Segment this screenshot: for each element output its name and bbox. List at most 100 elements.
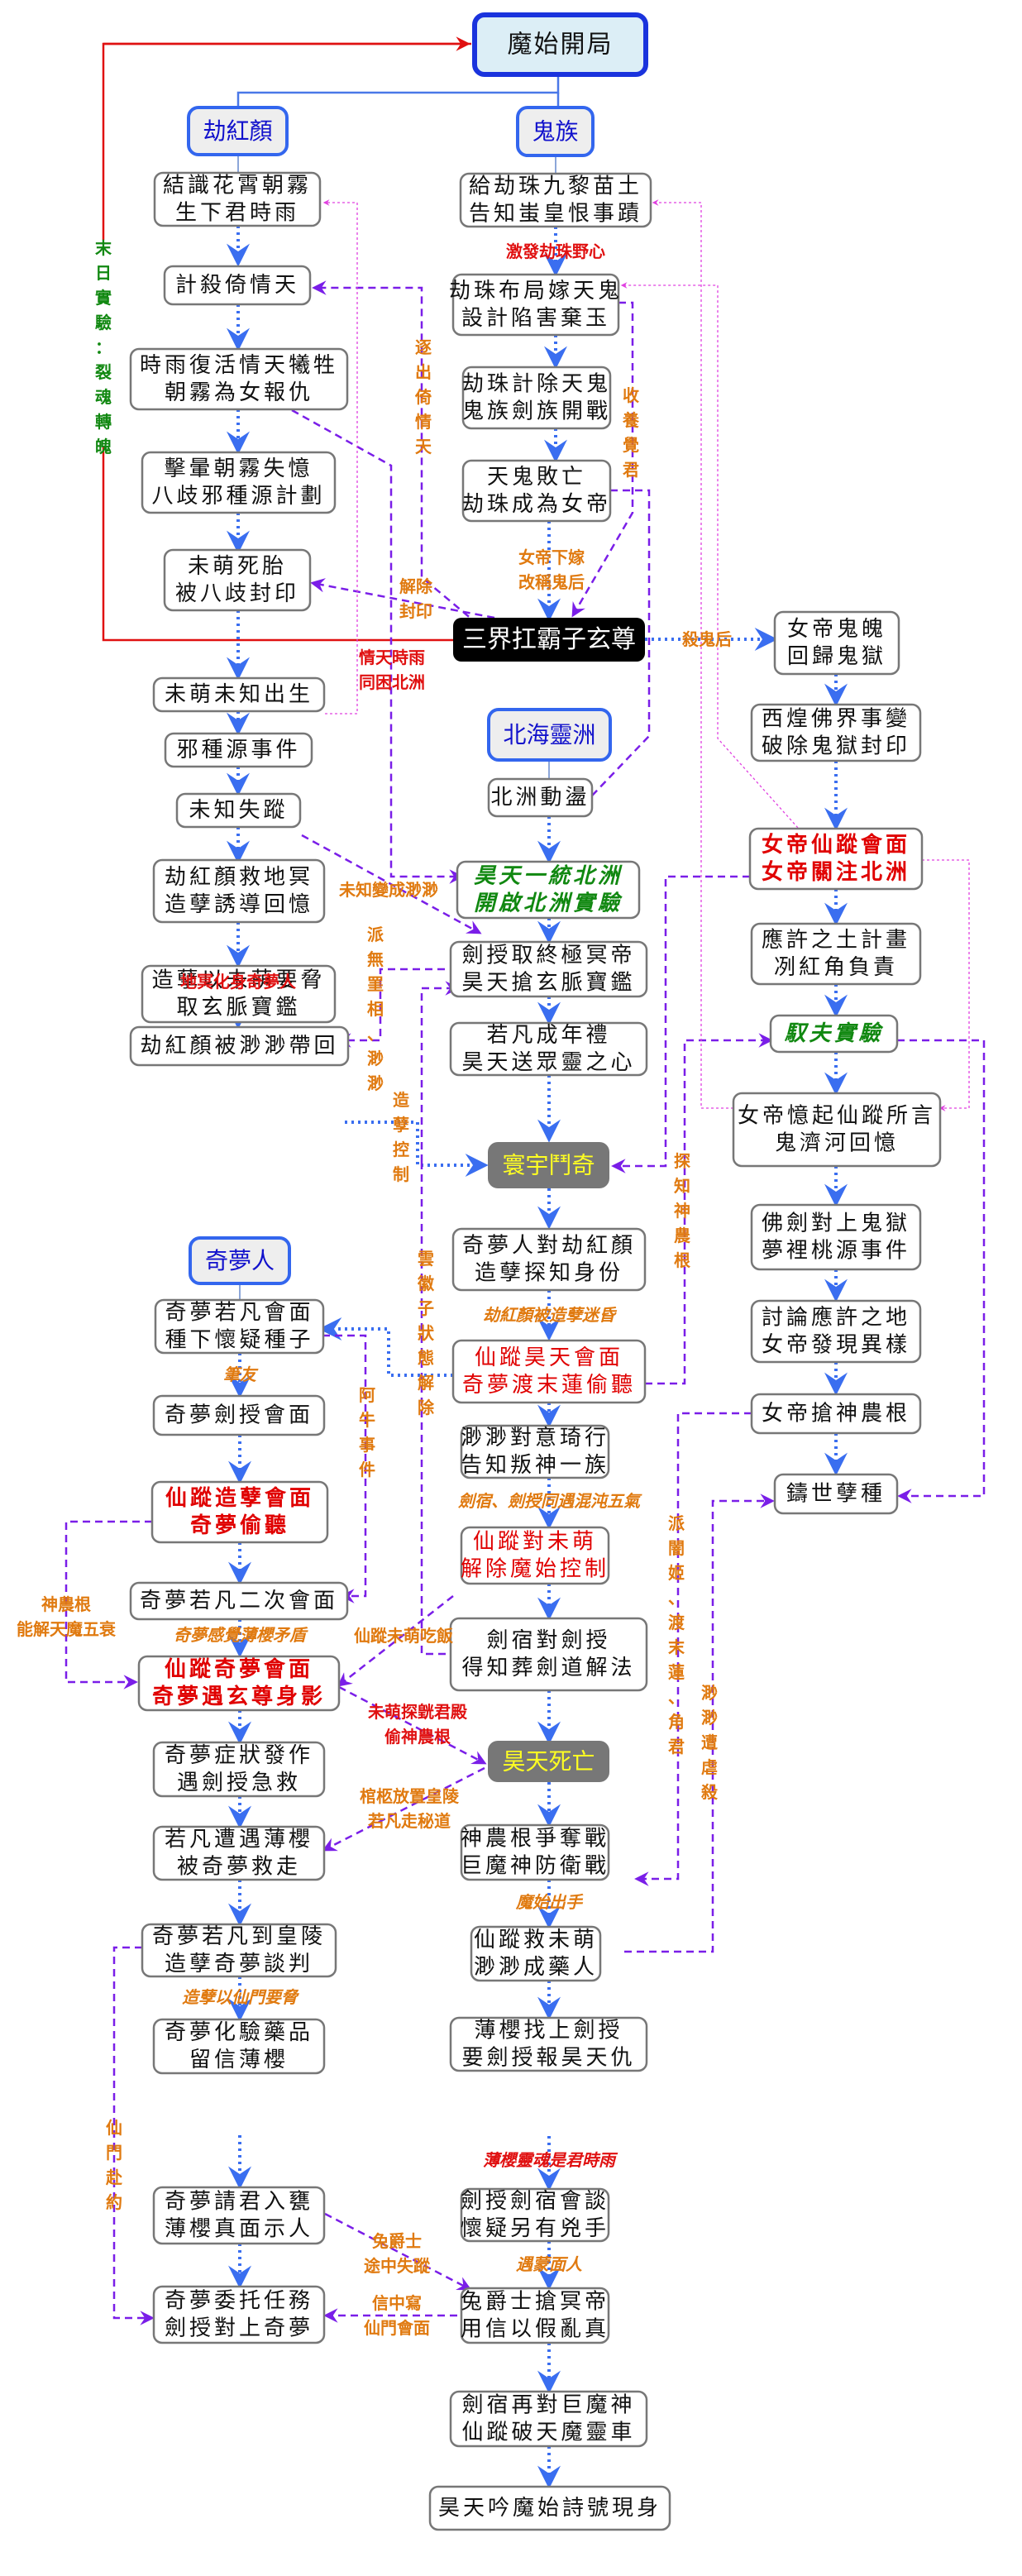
label-xianmen-fuyue-char: 約: [106, 2192, 122, 2212]
node-Q4[interactable]: 奇夢若凡二次會面: [129, 1581, 349, 1621]
node-C6-text: 奇夢渡末蓮偷聽: [462, 1373, 636, 1398]
node-G3-text: 劫珠計除天鬼: [462, 372, 611, 397]
label-xinzhong-xie-text: 信中寫: [372, 2293, 422, 2313]
node-R4-box: [750, 922, 922, 986]
node-L8[interactable]: 未知失蹤: [175, 792, 302, 829]
node-C2-text: 開啟北洲實驗: [474, 891, 623, 916]
edge-labels: 末日實驗：裂魂轉魄激發劫珠野心逐出倚情天收養覺君女帝下嫁改稱鬼后解除封印殺鬼后情…: [17, 238, 732, 2338]
node-R4-text: 應許之土計畫: [762, 928, 910, 953]
node-Q2[interactable]: 奇夢劍授會面: [152, 1394, 326, 1436]
node-R9[interactable]: 女帝搶神農根: [750, 1393, 922, 1435]
label-pai-wuzhuxiang-char: 無: [367, 949, 384, 969]
label-zaonie-yaoxie-text: 造孽以仙門要脅: [182, 1987, 300, 2007]
label-yunhuizi-char: 雲: [418, 1249, 434, 1269]
huanyu-node[interactable]: 寰宇鬥奇: [488, 1142, 609, 1188]
node-Q6-text: 遇劍授急救: [177, 1771, 301, 1795]
node-C16[interactable]: 昊天吟魔始詩號現身: [428, 2485, 671, 2531]
node-G1-text: 告知蚩皇恨事蹟: [469, 202, 642, 227]
node-C13-box: [460, 2187, 610, 2243]
header-jiehongyan-box: [187, 106, 289, 156]
node-L7[interactable]: 邪種源事件: [164, 732, 313, 768]
node-L6[interactable]: 未萌未知出生: [152, 676, 326, 713]
node-R3-text: 女帝關注北洲: [762, 859, 910, 885]
label-miaomiao-zaonue-char: 遭: [701, 1732, 718, 1752]
label-tanzhi-shennong-char: 農: [674, 1226, 690, 1245]
root-node[interactable]: 魔始開局: [472, 12, 648, 77]
node-R5[interactable]: 馭夫實驗: [769, 1014, 899, 1054]
label-qimeng-ganjue-text: 奇夢感覺薄櫻矛盾: [174, 1625, 308, 1645]
node-L11[interactable]: 劫紅顏被渺渺帶回: [129, 1025, 350, 1067]
label-qingtian-shiyu-text: 同困北洲: [359, 672, 425, 692]
node-L5-box: [163, 548, 312, 612]
label-zaonie-kongzhi-char: 孽: [393, 1115, 409, 1135]
header-qimengren[interactable]: 奇夢人: [189, 1236, 291, 1285]
header-guizu[interactable]: 鬼族: [516, 106, 595, 157]
node-R10[interactable]: 鑄世孽種: [773, 1473, 899, 1515]
header-guizu-text: 鬼族: [532, 118, 578, 146]
node-C7-text: 告知叛神一族: [461, 1453, 609, 1478]
label-pai-wuzhuxiang-char: 相: [367, 999, 384, 1019]
label-weimeng-tan-text: 偷神農根: [384, 1727, 451, 1747]
label-weizhi-bian: 未知變成渺渺: [339, 880, 438, 900]
sanjie-node[interactable]: 三界扛霸子玄尊: [453, 618, 645, 662]
header-beihai[interactable]: 北海靈洲: [487, 708, 612, 762]
node-L2[interactable]: 計殺倚情天: [163, 265, 312, 306]
node-C5-box: [451, 1227, 647, 1292]
label-shaguihou-text: 殺鬼后: [681, 629, 732, 649]
link-yunhuizi-C3: [420, 981, 460, 1162]
label-xianzong-chifan-text: 仙蹤未萌吃飯: [354, 1626, 453, 1646]
label-pai-yanji-char: 、: [668, 1687, 685, 1707]
header-guizu-box: [516, 106, 595, 157]
node-C15-text: 仙蹤破天魔靈車: [461, 2421, 635, 2445]
label-yu-mengmian: 遇蒙面人: [516, 2254, 583, 2274]
link-sanjie-L5: [310, 578, 495, 619]
label-shennong-wushuai-text: 神農根: [41, 1594, 91, 1614]
node-C1[interactable]: 北洲動盪: [487, 777, 594, 818]
node-Q10-text: 薄櫻真面示人: [165, 2217, 313, 2242]
header-jiehongyan[interactable]: 劫紅顏: [187, 106, 289, 156]
haotian-death-node[interactable]: 昊天死亡: [488, 1741, 609, 1782]
